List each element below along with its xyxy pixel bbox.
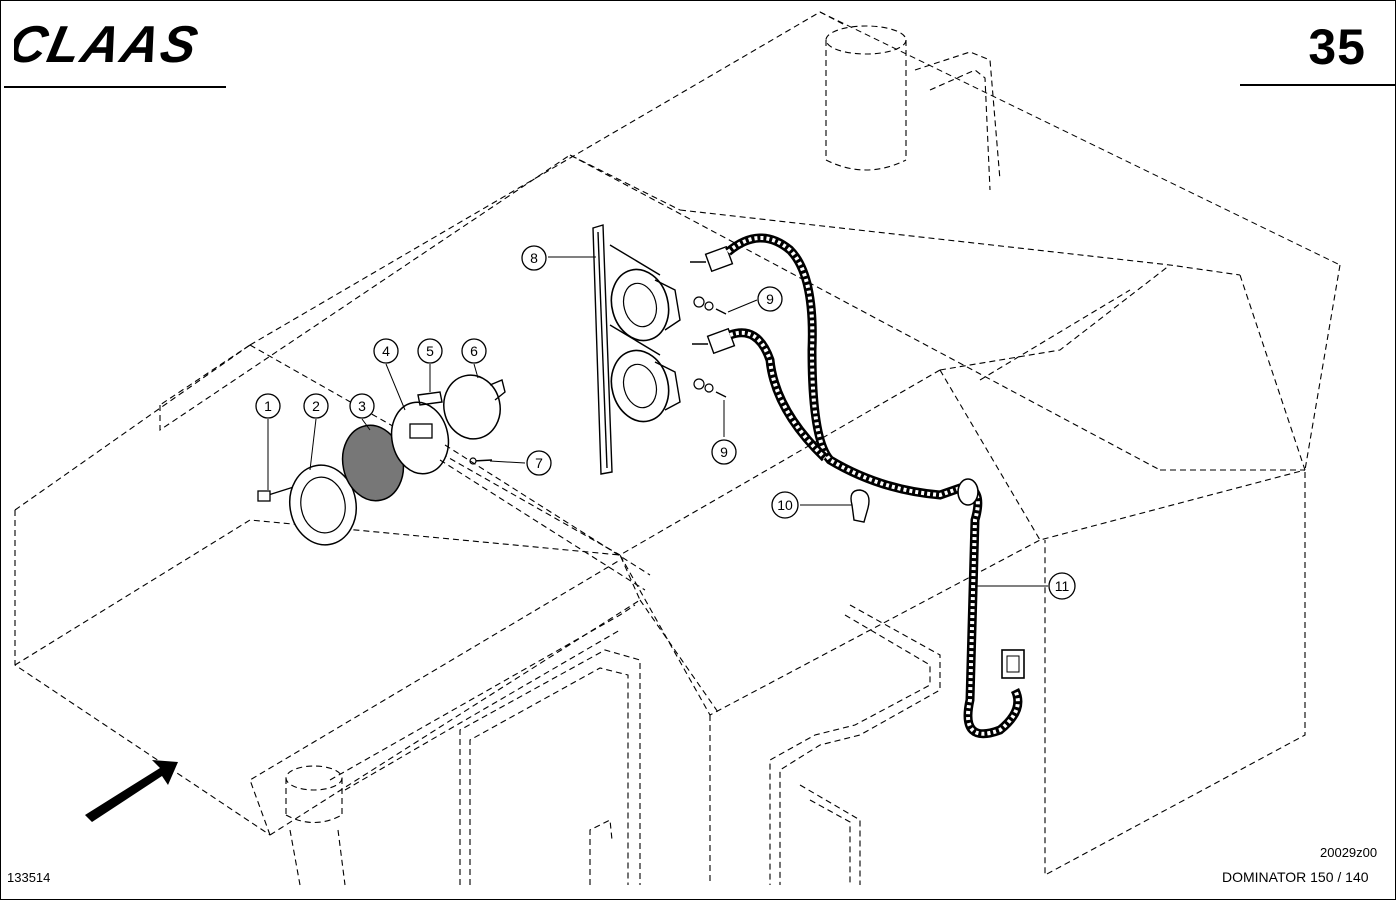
machine-outline	[14, 11, 1341, 886]
leader-lines	[267, 256, 1048, 587]
drawing-code: 20029z00	[1320, 845, 1378, 860]
svg-text:7: 7	[535, 455, 543, 471]
bracket-part-8	[592, 224, 613, 475]
callout-5: 5	[417, 338, 443, 364]
callout-1: 1	[255, 393, 281, 419]
svg-text:9: 9	[720, 444, 728, 460]
svg-text:3: 3	[358, 398, 366, 414]
brand-rule	[4, 86, 226, 88]
callout-9-lower: 9	[711, 439, 737, 465]
claas-logo: CLAAS	[14, 22, 204, 66]
callout-6: 6	[461, 338, 487, 364]
cable-clip-part-10	[850, 489, 870, 523]
svg-text:5: 5	[426, 343, 434, 359]
wiring-harness-part-11	[725, 233, 1025, 739]
callout-10: 10	[771, 491, 799, 519]
svg-text:10: 10	[777, 497, 793, 513]
brand-text: CLAAS	[14, 22, 204, 66]
svg-text:4: 4	[382, 343, 390, 359]
harness-plug	[1001, 649, 1025, 679]
callout-8: 8	[521, 245, 547, 271]
svg-text:9: 9	[766, 291, 774, 307]
sheet-number: 133514	[7, 870, 51, 885]
svg-text:11: 11	[1055, 578, 1070, 594]
clip-part-5	[417, 391, 443, 406]
callout-11: 11	[1048, 572, 1076, 600]
page-number-rule	[1240, 84, 1396, 86]
forward-direction-arrow-icon	[85, 760, 178, 822]
svg-text:8: 8	[530, 250, 538, 266]
horn-assembly	[592, 224, 736, 475]
speaker-housing-part-6	[443, 374, 501, 440]
callout-7: 7	[526, 450, 552, 476]
svg-text:1: 1	[264, 398, 272, 414]
svg-text:6: 6	[470, 343, 478, 359]
speaker-cover-assembly	[257, 374, 651, 591]
callout-9-upper: 9	[757, 286, 783, 312]
callout-4: 4	[373, 338, 399, 364]
svg-text:2: 2	[312, 398, 320, 414]
callout-3: 3	[349, 393, 375, 419]
page-number: 35	[1308, 19, 1366, 75]
model-name: DOMINATOR 150 / 140	[1222, 869, 1369, 885]
bolt-head	[257, 490, 271, 502]
callout-2: 2	[303, 393, 329, 419]
